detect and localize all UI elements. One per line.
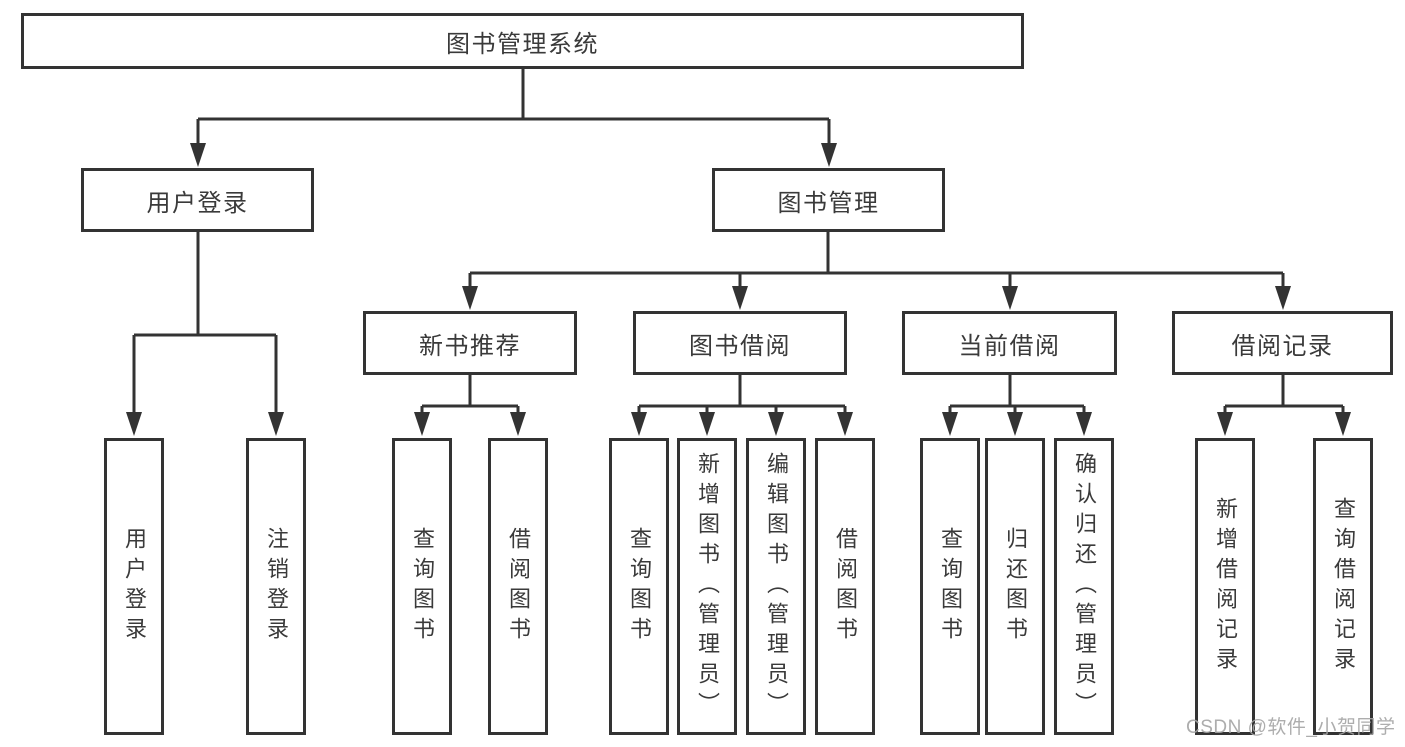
leaf-user-login-label: 用户登录 xyxy=(122,526,147,647)
node-current-borrowing: 当前借阅 xyxy=(902,311,1117,375)
leaf-query-books-recommend-label: 查询图书 xyxy=(410,526,435,647)
leaf-add-borrow-record-label: 新增借阅记录 xyxy=(1213,496,1238,677)
node-borrowing-records-label: 借阅记录 xyxy=(1231,332,1334,360)
node-new-book-recommendation-label: 新书推荐 xyxy=(419,332,521,360)
leaf-query-books-current-label: 查询图书 xyxy=(938,526,963,647)
leaf-return-books: 归还图书 xyxy=(985,438,1045,735)
node-user-login: 用户登录 xyxy=(81,168,314,232)
node-current-borrowing-label: 当前借阅 xyxy=(958,332,1061,360)
node-book-management-label: 图书管理 xyxy=(777,189,880,217)
leaf-edit-books-admin: 编辑图书（管理员） xyxy=(746,438,806,735)
leaf-add-borrow-record: 新增借阅记录 xyxy=(1195,438,1255,735)
leaf-query-borrow-record-label: 查询借阅记录 xyxy=(1331,496,1356,677)
leaf-confirm-return-admin-label: 确认归还（管理员） xyxy=(1072,451,1097,722)
node-book-management: 图书管理 xyxy=(712,168,945,232)
leaf-borrow-books-recommend-label: 借阅图书 xyxy=(506,526,531,647)
node-book-borrowing: 图书借阅 xyxy=(633,311,847,375)
leaf-query-books-borrow-label: 查询图书 xyxy=(627,526,652,647)
leaf-query-books-recommend: 查询图书 xyxy=(392,438,452,735)
leaf-query-borrow-record: 查询借阅记录 xyxy=(1313,438,1373,735)
leaf-edit-books-admin-label: 编辑图书（管理员） xyxy=(764,451,789,722)
leaf-logout-label: 注销登录 xyxy=(264,526,289,647)
node-borrowing-records: 借阅记录 xyxy=(1172,311,1393,375)
leaf-query-books-borrow: 查询图书 xyxy=(609,438,669,735)
leaf-borrow-books-recommend: 借阅图书 xyxy=(488,438,548,735)
node-new-book-recommendation: 新书推荐 xyxy=(363,311,577,375)
leaf-query-books-current: 查询图书 xyxy=(920,438,980,735)
leaf-borrow-books: 借阅图书 xyxy=(815,438,875,735)
arrowheads xyxy=(126,143,1351,436)
node-library-management-system: 图书管理系统 xyxy=(21,13,1024,69)
leaf-logout: 注销登录 xyxy=(246,438,306,735)
node-user-login-label: 用户登录 xyxy=(146,189,249,217)
leaf-confirm-return-admin: 确认归还（管理员） xyxy=(1054,438,1114,735)
watermark: CSDN @软件_小贺同学 xyxy=(1186,717,1396,738)
leaf-user-login: 用户登录 xyxy=(104,438,164,735)
node-library-management-system-label: 图书管理系统 xyxy=(446,30,599,58)
leaf-add-books-admin-label: 新增图书（管理员） xyxy=(695,451,720,722)
leaf-return-books-label: 归还图书 xyxy=(1003,526,1028,647)
leaf-add-books-admin: 新增图书（管理员） xyxy=(677,438,737,735)
leaf-borrow-books-label: 借阅图书 xyxy=(833,526,858,647)
node-book-borrowing-label: 图书借阅 xyxy=(689,332,791,360)
